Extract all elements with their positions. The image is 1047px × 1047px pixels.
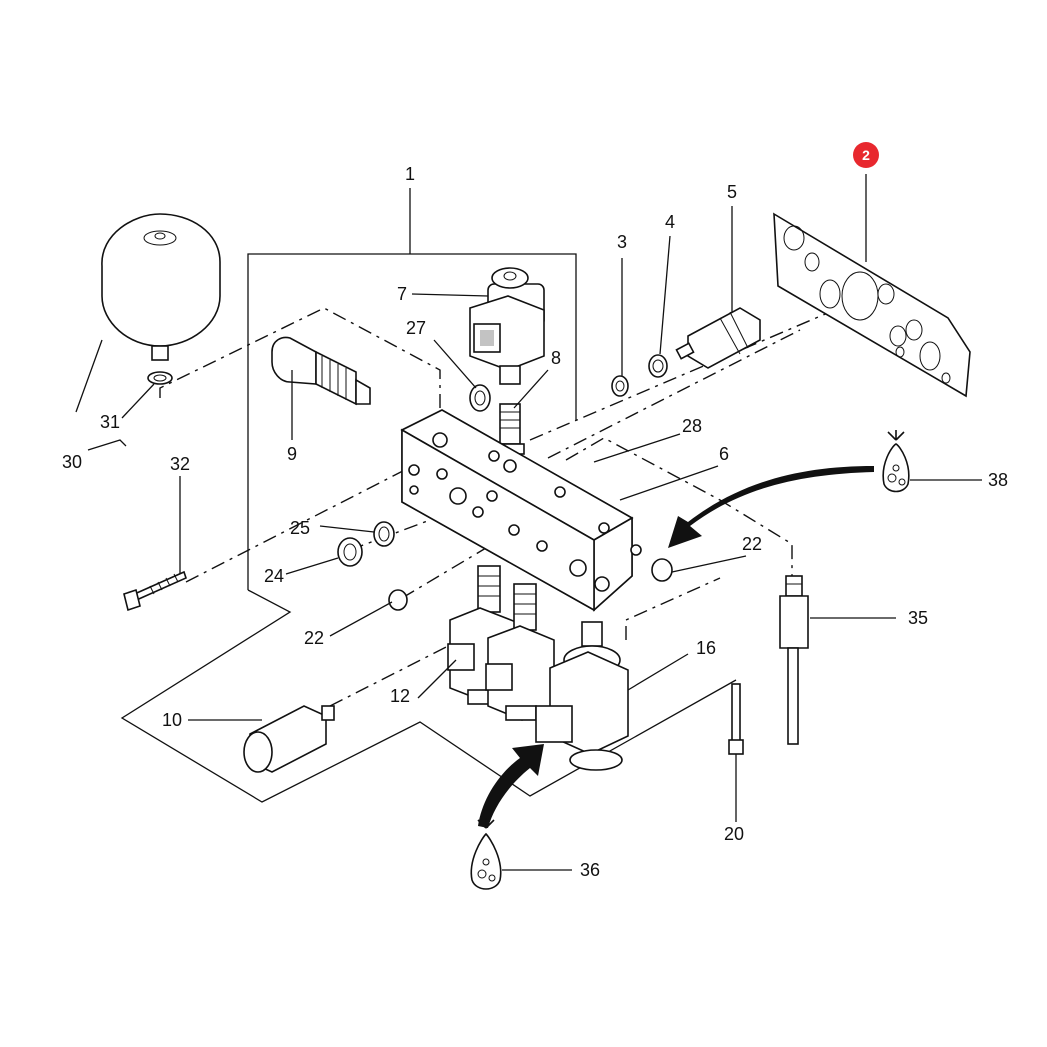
dashed-path-gasket bbox=[547, 329, 801, 459]
badge-circle bbox=[853, 142, 879, 168]
group-1-bracket-bottom bbox=[120, 589, 737, 803]
callout-24: 24 bbox=[264, 566, 284, 586]
plug-10 bbox=[243, 705, 335, 773]
cartridge-valve-9 bbox=[271, 336, 371, 406]
dashed-path-accumulator bbox=[159, 307, 441, 420]
callout-4: 4 bbox=[665, 212, 675, 232]
callout-6: 6 bbox=[719, 444, 729, 464]
callout-9: 9 bbox=[287, 444, 297, 464]
solenoid-valve-7 bbox=[469, 267, 545, 455]
o-ring-27 bbox=[469, 384, 491, 412]
seal-25 bbox=[373, 521, 395, 547]
callout-22-right: 22 bbox=[742, 534, 762, 554]
valve-manifold-block-6 bbox=[400, 409, 642, 612]
callout-2: 2 bbox=[862, 147, 870, 163]
plug-22-left bbox=[388, 589, 408, 611]
dashed-path-bracket bbox=[625, 577, 721, 640]
o-ring-31 bbox=[147, 371, 173, 385]
accumulator-sphere bbox=[101, 213, 221, 385]
callout-28: 28 bbox=[682, 416, 702, 436]
callout-12: 12 bbox=[390, 686, 410, 706]
dashed-path-switch bbox=[565, 437, 793, 578]
plug-22-right bbox=[651, 558, 673, 582]
callout-27: 27 bbox=[406, 318, 426, 338]
gasket-plate-2 bbox=[773, 212, 971, 398]
callout-2-badge[interactable]: 2 bbox=[853, 142, 879, 168]
dashed-path-plug bbox=[329, 639, 461, 707]
seal-ring-3 bbox=[611, 375, 629, 397]
plug-24 bbox=[337, 537, 363, 567]
callout-25: 25 bbox=[290, 518, 310, 538]
callout-38: 38 bbox=[988, 470, 1008, 490]
dashed-path-bolt bbox=[185, 451, 441, 583]
bolt-20 bbox=[728, 683, 744, 755]
bolt-32 bbox=[123, 570, 187, 612]
callout-32: 32 bbox=[170, 454, 190, 474]
callout-7: 7 bbox=[397, 284, 407, 304]
callout-labels: 1 3 4 5 6 7 8 9 10 12 16 20 22 22 24 25 … bbox=[62, 164, 1008, 880]
grease-bag-icon-36 bbox=[470, 818, 502, 890]
solenoid-valve-16 bbox=[535, 621, 629, 771]
callout-8: 8 bbox=[551, 348, 561, 368]
grease-bag-icon-38 bbox=[882, 430, 910, 493]
callout-30: 30 bbox=[62, 452, 82, 472]
callout-1: 1 bbox=[405, 164, 415, 184]
pressure-sensor-5 bbox=[675, 307, 761, 369]
arrow-to-block bbox=[668, 466, 874, 548]
callout-16: 16 bbox=[696, 638, 716, 658]
callout-3: 3 bbox=[617, 232, 627, 252]
dashed-path-sensor bbox=[529, 311, 831, 441]
assembly-boundary-lines bbox=[120, 188, 831, 803]
callout-20: 20 bbox=[724, 824, 744, 844]
leader-lines bbox=[75, 174, 982, 871]
group-1-bracket-left bbox=[247, 253, 577, 590]
seal-ring-4 bbox=[648, 354, 668, 378]
arrow-to-valve bbox=[478, 744, 544, 828]
callout-5: 5 bbox=[727, 182, 737, 202]
callout-36: 36 bbox=[580, 860, 600, 880]
callout-10: 10 bbox=[162, 710, 182, 730]
callout-22-left: 22 bbox=[304, 628, 324, 648]
dashed-path-plug-22 bbox=[401, 547, 487, 599]
callout-35: 35 bbox=[908, 608, 928, 628]
callout-31: 31 bbox=[100, 412, 120, 432]
pressure-switch-35 bbox=[779, 575, 809, 745]
